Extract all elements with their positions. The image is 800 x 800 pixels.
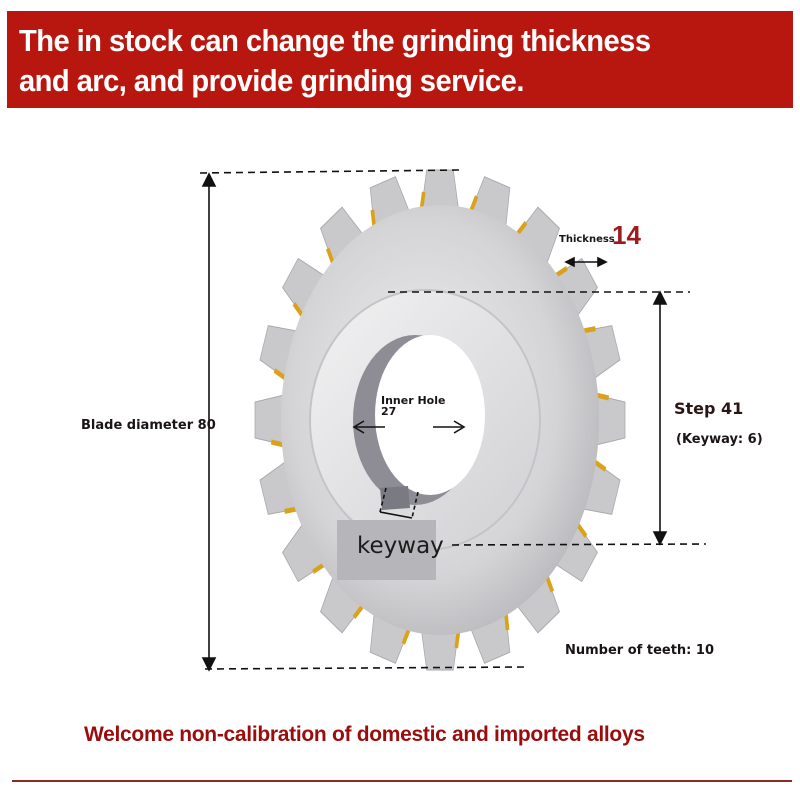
thickness-arrow <box>564 256 608 268</box>
keyway-tag: keyway <box>357 533 444 559</box>
blade-diameter-label: Blade diameter 80 <box>81 418 216 433</box>
footer-divider <box>12 780 792 782</box>
thickness-label: Thickness <box>559 234 615 245</box>
footer-slogan: Welcome non-calibration of domestic and … <box>84 723 645 746</box>
header-banner: The in stock can change the grinding thi… <box>7 11 793 108</box>
keyway-tag-box <box>337 520 436 580</box>
blade-body <box>254 169 626 671</box>
inner-hole-label: Inner Hole 27 <box>381 395 445 417</box>
inner-hole-title: Inner Hole <box>381 394 446 407</box>
thickness-value: 14 <box>612 220 641 250</box>
step-dimension <box>388 290 707 546</box>
banner-line-1: The in stock can change the grinding thi… <box>19 23 651 58</box>
inner-hole-value: 27 <box>381 405 397 418</box>
inner-hole-arrows <box>352 420 466 434</box>
teeth-count-label: Number of teeth: 10 <box>565 643 714 658</box>
step-label: Step 41 <box>674 399 744 418</box>
keyway-marker <box>379 487 419 519</box>
diameter-dimension <box>199 169 526 672</box>
banner-line-2: and arc, and provide grinding service. <box>19 63 524 98</box>
keyway-spec-label: (Keyway: 6) <box>676 432 763 447</box>
